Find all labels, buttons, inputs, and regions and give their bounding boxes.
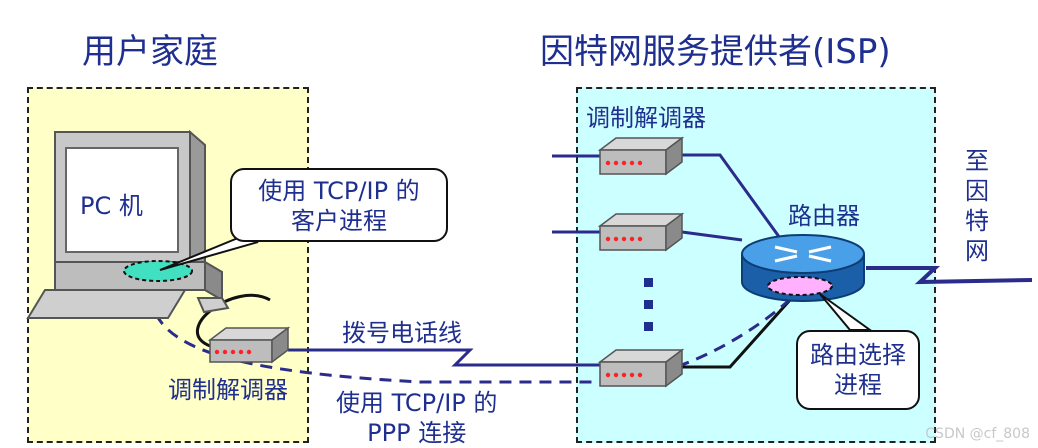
client-callout-line-2: 客户进程 [291,207,387,235]
phone-line-label: 拨号电话线 [342,319,462,347]
pc-icon [26,129,230,319]
home-title: 用户家庭 [82,32,218,72]
ppp-label-line-1: 使用 TCP/IP 的 [336,389,498,417]
isp-modem-1-icon [597,136,685,176]
router-link-3 [682,298,792,369]
home-modem-label: 调制解调器 [168,376,288,404]
client-callout-line-1: 使用 TCP/IP 的 [258,177,420,205]
routing-callout-line-2: 进程 [834,371,882,399]
watermark: CSDN @cf_808 [925,426,1030,442]
isp-modem-2-icon [597,212,685,252]
isp-modems-label: 调制解调器 [586,104,706,132]
router-label: 路由器 [788,202,860,230]
pc-label: PC 机 [80,192,143,220]
internet-link [866,266,1033,285]
routing-callout-pointer [819,293,874,331]
ppp-label: 使用 TCP/IP 的 PPP 连接 [336,388,497,448]
isp-modem-3-icon [597,348,685,388]
router-icon [741,234,865,302]
routing-process-callout: 路由选择 进程 [796,330,920,410]
phone-line [288,348,602,367]
ppp-label-line-2: PPP 连接 [367,419,467,447]
router-link-2 [681,230,743,242]
client-process-callout: 使用 TCP/IP 的 客户进程 [230,168,448,242]
home-modem-icon [207,326,291,364]
ellipsis-dots [644,278,653,331]
routing-callout-line-1: 路由选择 [810,341,906,369]
to-internet-label: 至因特网 [965,147,989,265]
isp-title: 因特网服务提供者(ISP) [540,32,891,72]
router-link-1 [682,153,787,246]
